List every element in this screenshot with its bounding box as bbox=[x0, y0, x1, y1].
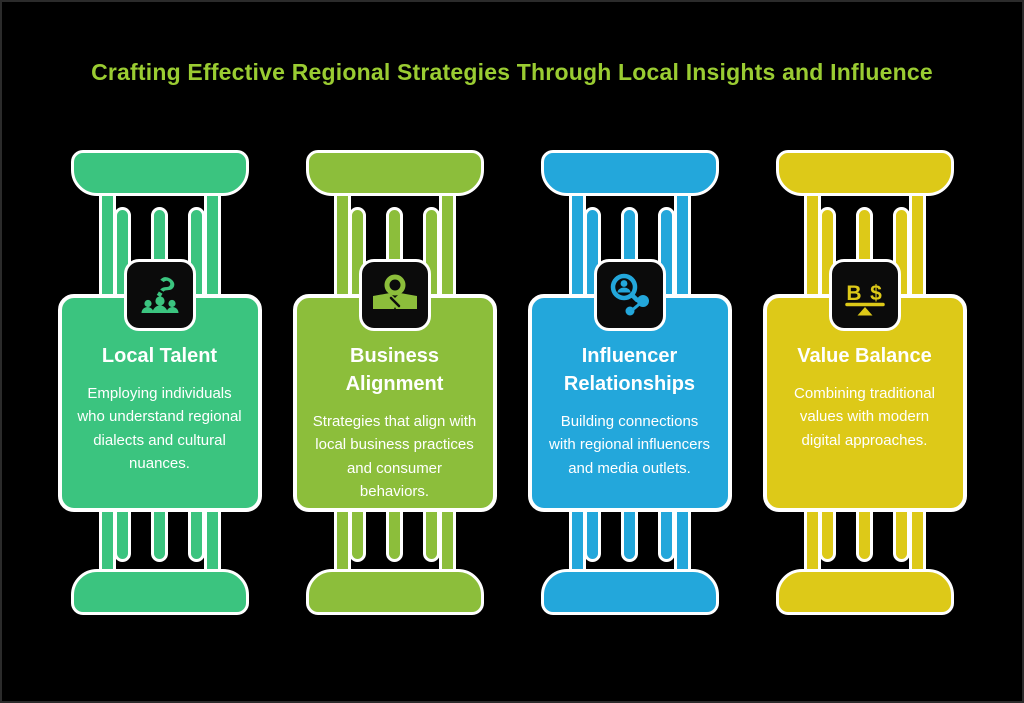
column-shaft bbox=[803, 508, 821, 574]
column-shaft bbox=[98, 193, 116, 297]
icon-tile: ? bbox=[123, 259, 196, 331]
card-title: Value Balance bbox=[797, 345, 932, 367]
column-capital bbox=[70, 150, 249, 196]
card-description: Building connections with regional influ… bbox=[549, 413, 710, 477]
column-flute bbox=[348, 508, 366, 562]
column-shaft bbox=[908, 193, 926, 297]
card-title: Influencer Relationships bbox=[563, 345, 696, 395]
pillar-business-alignment: Business Alignment Strategies that align… bbox=[292, 150, 497, 615]
pillar-local-talent: Local Talent Employing individuals who u… bbox=[57, 150, 262, 615]
column-shaft bbox=[333, 193, 351, 297]
question-people-icon: ? bbox=[141, 271, 180, 313]
column-flute bbox=[113, 508, 131, 562]
icon-tile: B $ bbox=[828, 259, 901, 331]
card-title: Business Alignment bbox=[345, 345, 444, 395]
search-person-network-icon bbox=[610, 273, 649, 316]
column-flute bbox=[385, 508, 403, 562]
column-shaft bbox=[203, 508, 221, 574]
column-shaft bbox=[333, 508, 351, 574]
column-flute bbox=[892, 508, 910, 562]
handshake-globe-icon bbox=[372, 274, 417, 309]
column-shaft bbox=[568, 508, 586, 574]
column-flute bbox=[818, 508, 836, 562]
icon-tile bbox=[358, 259, 431, 331]
page-title: Crafting Effective Regional Strategies T… bbox=[91, 59, 933, 85]
card-description: Strategies that align with local busines… bbox=[312, 413, 477, 500]
pillar-value-balance: Value Balance Combining traditional valu… bbox=[762, 150, 967, 615]
column-shaft bbox=[673, 193, 691, 297]
svg-text:B: B bbox=[846, 282, 861, 305]
column-flute bbox=[657, 508, 675, 562]
icon-tile bbox=[593, 259, 666, 331]
column-capital bbox=[305, 150, 484, 196]
column-capital bbox=[540, 150, 719, 196]
pillar-row: Local Talent Employing individuals who u… bbox=[2, 150, 1022, 615]
column-shaft bbox=[568, 193, 586, 297]
column-capital bbox=[775, 150, 954, 196]
card-description: Combining traditional values with modern… bbox=[794, 385, 935, 449]
column-base bbox=[775, 569, 954, 615]
column-shaft bbox=[438, 193, 456, 297]
card-description: Employing individuals who understand reg… bbox=[77, 385, 242, 472]
pillar-influencer-relationships: Influencer Relationships Building connec… bbox=[527, 150, 732, 615]
column-shaft bbox=[98, 508, 116, 574]
column-flute bbox=[855, 508, 873, 562]
column-flute bbox=[187, 508, 205, 562]
column-shaft bbox=[908, 508, 926, 574]
column-flute bbox=[583, 508, 601, 562]
column-shaft bbox=[803, 193, 821, 297]
column-flute bbox=[422, 508, 440, 562]
svg-text:$: $ bbox=[870, 282, 882, 305]
column-shaft bbox=[673, 508, 691, 574]
balance-scale-icon: B $ bbox=[844, 282, 885, 316]
card-title: Local Talent bbox=[101, 345, 218, 367]
column-shaft bbox=[203, 193, 221, 297]
column-base bbox=[540, 569, 719, 615]
column-flute bbox=[620, 508, 638, 562]
column-flute bbox=[150, 508, 168, 562]
column-base bbox=[70, 569, 249, 615]
column-shaft bbox=[438, 508, 456, 574]
column-base bbox=[305, 569, 484, 615]
